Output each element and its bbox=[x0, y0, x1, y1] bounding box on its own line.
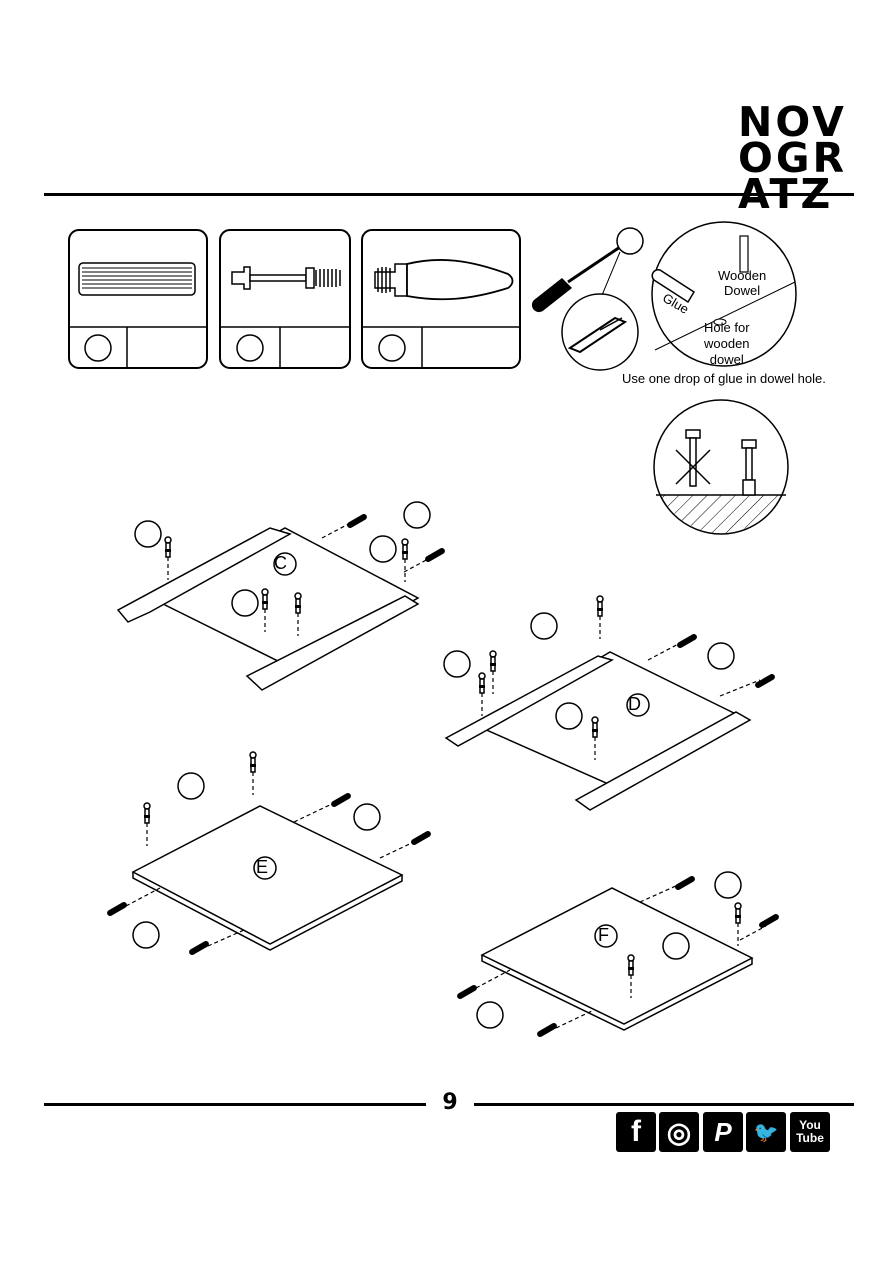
panel-label-d: D bbox=[628, 694, 641, 714]
twitter-icon[interactable]: 🐦 bbox=[746, 1112, 786, 1152]
logo-line-1: NOV bbox=[738, 98, 847, 146]
panel-e-assembly bbox=[107, 751, 431, 955]
panel-label-c: C bbox=[274, 553, 287, 573]
header-divider bbox=[44, 193, 854, 196]
footer-divider-right bbox=[474, 1103, 854, 1106]
panel-c-assembly bbox=[116, 501, 445, 691]
footer-divider-left bbox=[44, 1103, 426, 1106]
part-box-cam-bolt bbox=[219, 229, 351, 369]
youtube-icon[interactable]: You Tube bbox=[790, 1112, 830, 1152]
panel-d-assembly bbox=[443, 595, 775, 811]
youtube-line-1: You bbox=[799, 1118, 821, 1132]
pinterest-icon[interactable]: P bbox=[703, 1112, 743, 1152]
youtube-line-2: Tube bbox=[796, 1131, 824, 1145]
part-box-cam-lock bbox=[361, 229, 521, 369]
glue-instruction: Use one drop of glue in dowel hole. bbox=[622, 371, 826, 386]
panel-label-f: F bbox=[598, 925, 609, 945]
facebook-icon[interactable]: f bbox=[616, 1112, 656, 1152]
glue-dowel-detail bbox=[651, 221, 797, 367]
instagram-icon[interactable]: ◎ bbox=[659, 1112, 699, 1152]
wooden-dowel-label: Wooden Dowel bbox=[718, 268, 767, 298]
panel-label-e: E bbox=[256, 857, 269, 877]
panel-f-assembly bbox=[457, 871, 779, 1037]
part-box-dowel bbox=[68, 229, 208, 369]
hole-label: Hole for wooden dowel bbox=[704, 320, 750, 367]
screwdriver-illustration bbox=[531, 227, 644, 371]
page-number: 9 bbox=[442, 1090, 458, 1115]
logo-line-2: OGR bbox=[738, 134, 848, 182]
screw-depth-detail bbox=[653, 399, 789, 535]
